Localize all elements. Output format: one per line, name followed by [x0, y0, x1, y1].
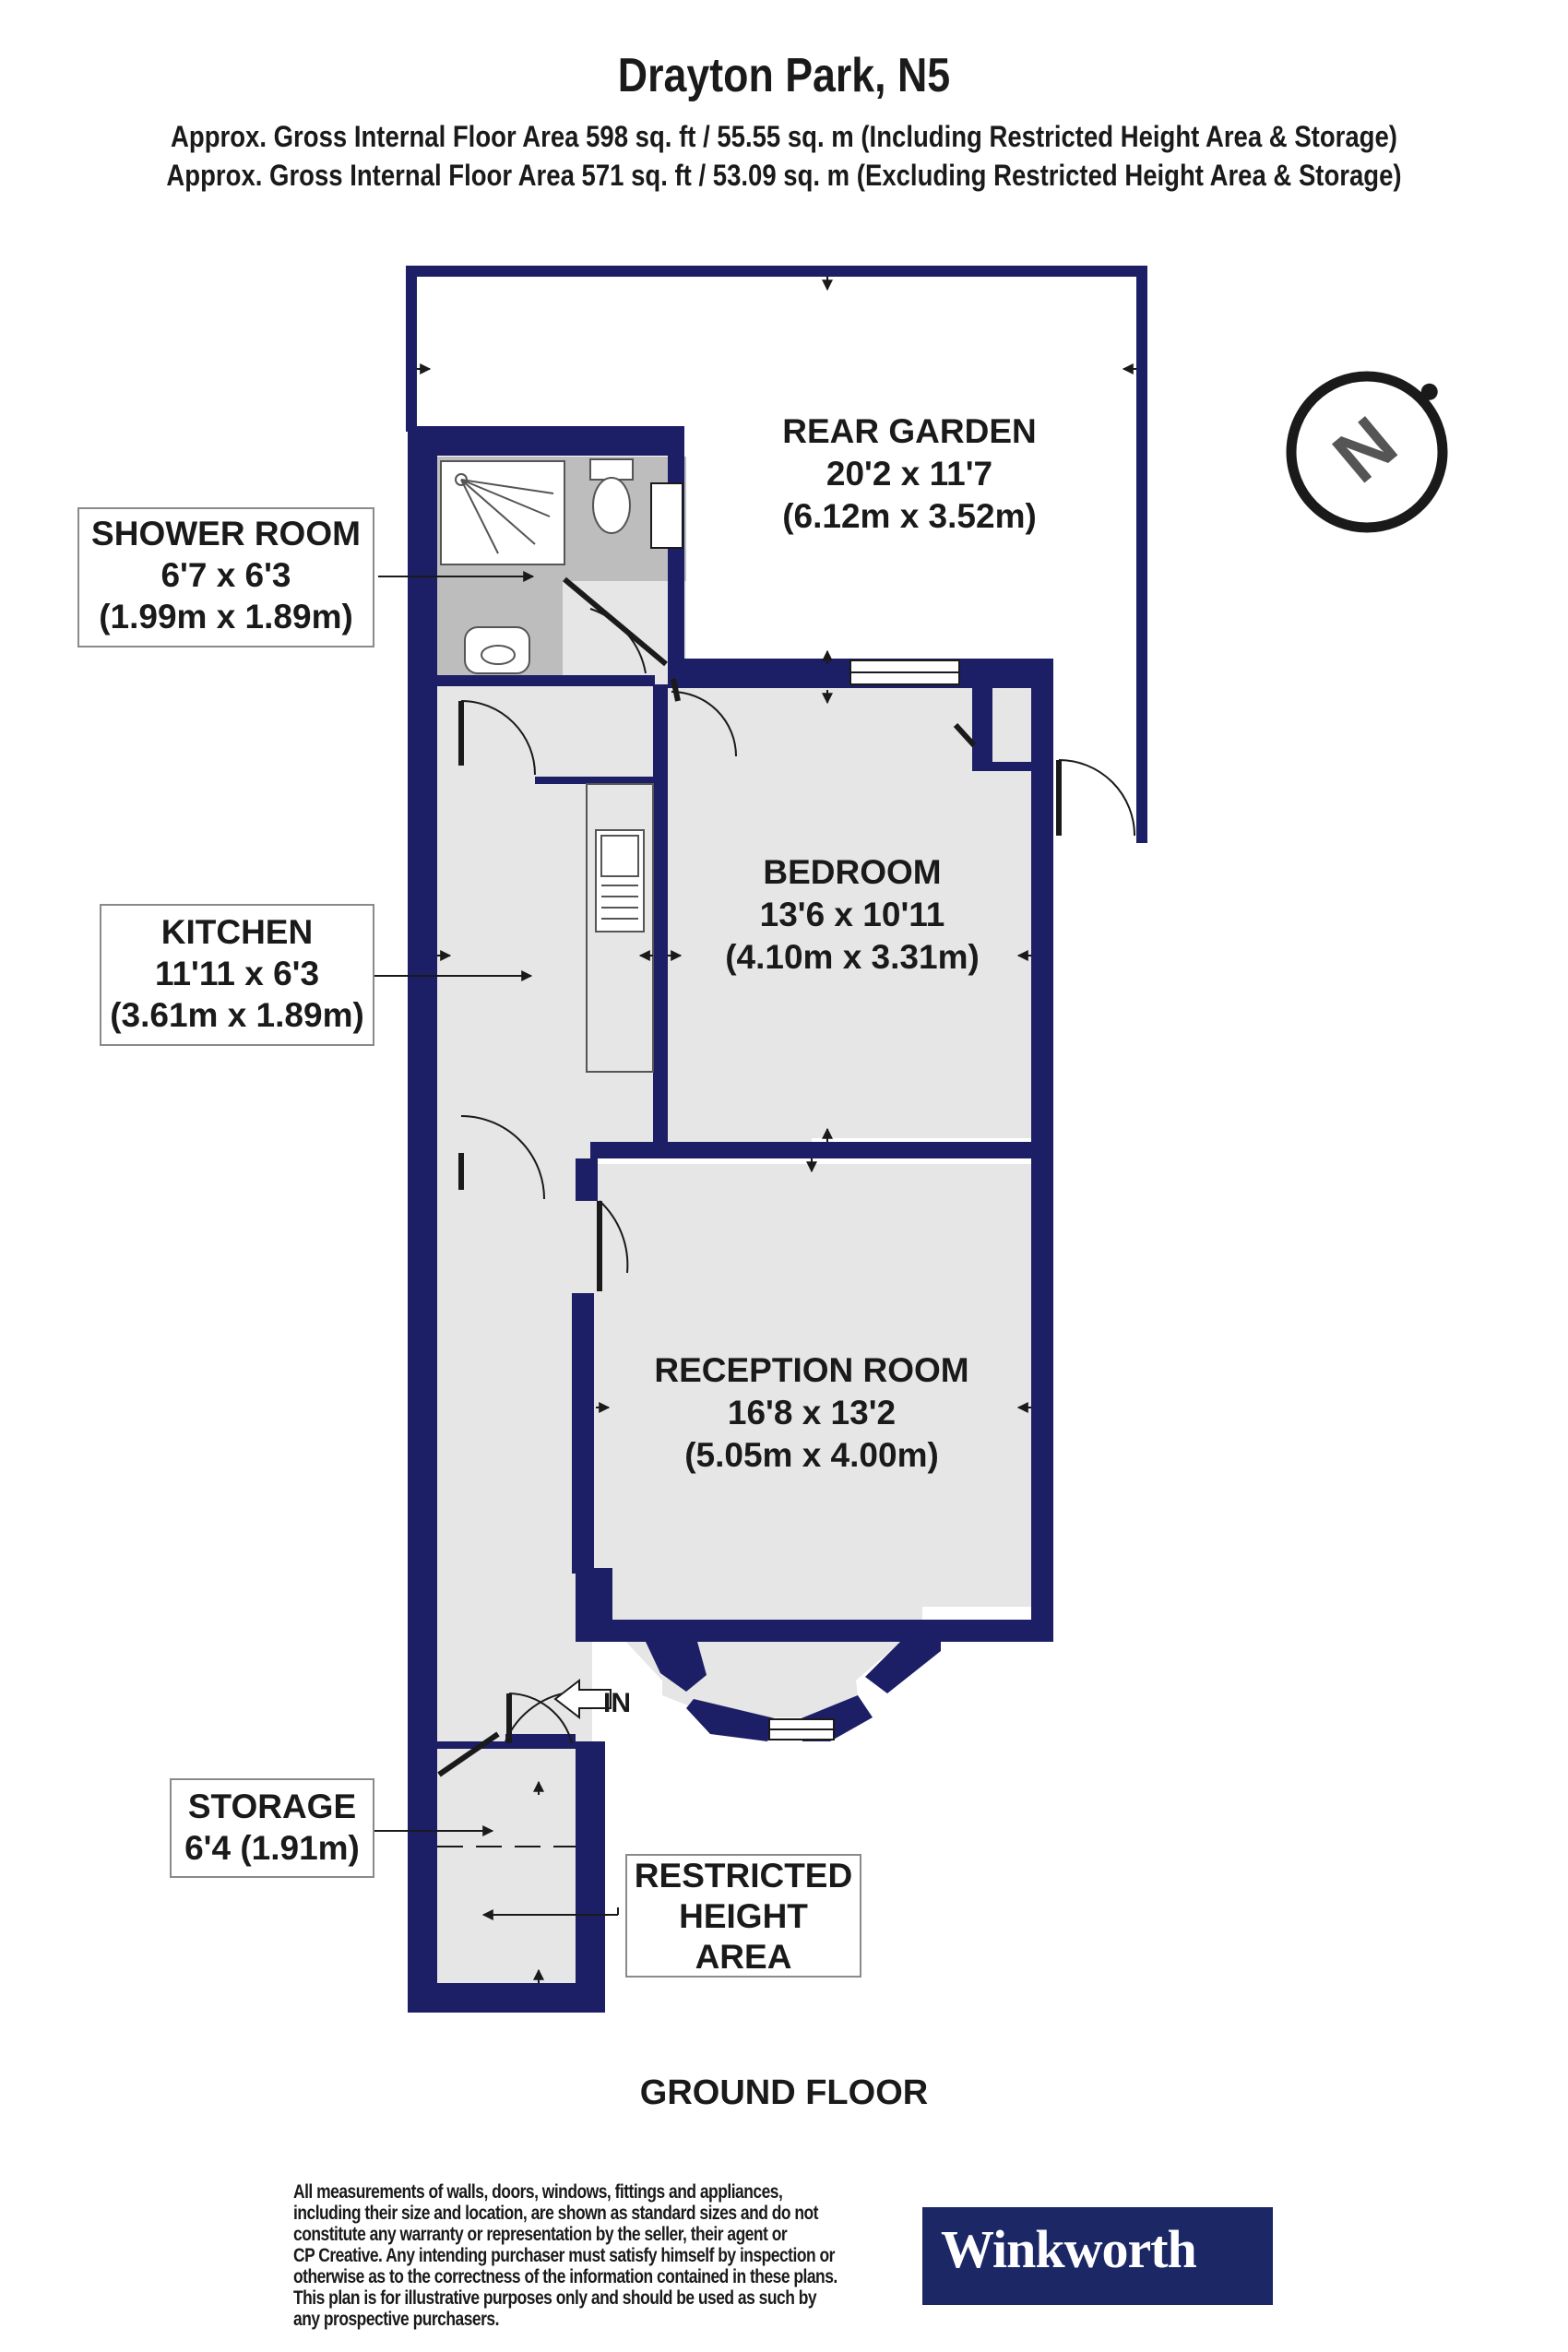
kitchen-imperial: 11'11 x 6'3 — [154, 955, 320, 992]
storage-size: 6'4 (1.91m) — [184, 1829, 360, 1867]
disclaimer: All measurements of walls, doors, window… — [293, 2181, 837, 2330]
disclaimer-line: any prospective purchasers. — [293, 2309, 499, 2330]
winkworth-logo: Winkworth — [922, 2207, 1273, 2305]
area-including: Approx. Gross Internal Floor Area 598 sq… — [171, 120, 1397, 153]
disclaimer-line: otherwise as to the correctness of the i… — [293, 2266, 837, 2287]
garden-metric: (6.12m x 3.52m) — [782, 497, 1037, 535]
garden-imperial: 20'2 x 11'7 — [826, 455, 992, 493]
kitchen-metric: (3.61m x 1.89m) — [110, 996, 364, 1034]
shower-room-name: SHOWER ROOM — [91, 515, 361, 552]
interior-floors — [437, 457, 1031, 2002]
toilet-cistern — [589, 458, 634, 481]
disclaimer-line: This plan is for illustrative purposes o… — [293, 2287, 817, 2309]
bedroom-name: BEDROOM — [763, 853, 941, 891]
walls — [408, 426, 1053, 2013]
disclaimer-line: including their size and location, are s… — [293, 2203, 818, 2224]
shower-room-label: SHOWER ROOM 6'7 x 6'3 (1.99m x 1.89m) — [77, 507, 374, 647]
shower-room-imperial: 6'7 x 6'3 — [160, 556, 291, 594]
restricted-line2: HEIGHT — [679, 1897, 808, 1935]
garden-name: REAR GARDEN — [782, 412, 1036, 450]
restricted-line1: RESTRICTED — [634, 1857, 853, 1895]
shower-room-metric: (1.99m x 1.89m) — [99, 598, 353, 636]
kitchen-name: KITCHEN — [160, 913, 314, 951]
storage-name: STORAGE — [187, 1788, 357, 1825]
kitchen-fixtures — [586, 783, 654, 1073]
floor-label: GROUND FLOOR — [639, 2073, 929, 2112]
windows — [650, 482, 960, 1740]
restricted-line3: AREA — [695, 1938, 792, 1976]
storage-label: STORAGE 6'4 (1.91m) — [170, 1778, 374, 1878]
reception-metric: (5.05m x 4.00m) — [684, 1436, 939, 1474]
restricted-height-label: RESTRICTED HEIGHT AREA — [625, 1854, 861, 1978]
entrance-label: IN — [603, 1688, 631, 1718]
reception-name: RECEPTION ROOM — [654, 1351, 968, 1389]
rear-garden-boundary — [406, 266, 1147, 843]
bedroom-imperial: 13'6 x 10'11 — [760, 896, 945, 933]
kitchen-label: KITCHEN 11'11 x 6'3 (3.61m x 1.89m) — [100, 904, 374, 1046]
entrance-arrow-icon — [553, 1678, 612, 1720]
reception-imperial: 16'8 x 13'2 — [728, 1394, 896, 1431]
disclaimer-line: All measurements of walls, doors, window… — [293, 2181, 783, 2203]
disclaimer-line: CP Creative. Any intending purchaser mus… — [293, 2245, 835, 2266]
disclaimer-line: constitute any warranty or representatio… — [293, 2224, 788, 2245]
compass-icon: N — [1286, 371, 1448, 533]
storage-door — [437, 1731, 500, 1777]
shower-fixtures — [440, 458, 634, 674]
toilet-bowl — [592, 477, 631, 534]
bedroom-metric: (4.10m x 3.31m) — [725, 938, 980, 976]
page-title: Drayton Park, N5 — [617, 49, 951, 102]
kitchen-sink — [595, 829, 645, 932]
dimension-arrows — [362, 277, 1136, 1983]
area-excluding: Approx. Gross Internal Floor Area 571 sq… — [166, 159, 1402, 192]
